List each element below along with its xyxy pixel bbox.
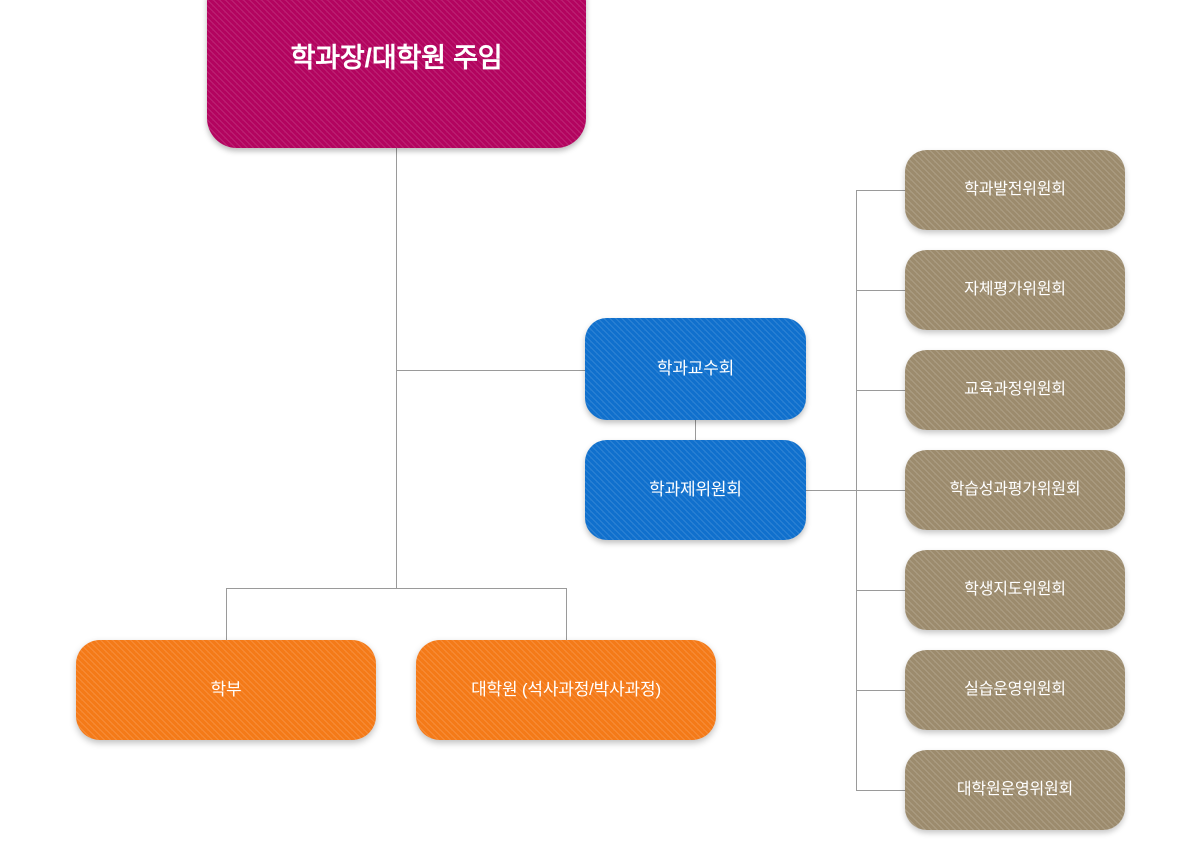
connector-stub-committee-6 bbox=[856, 690, 916, 691]
node-faculty-council[interactable]: 학과교수회 bbox=[585, 318, 806, 420]
connector-stub-committee-1 bbox=[856, 190, 916, 191]
connector-stub-committee-5 bbox=[856, 590, 916, 591]
connector-stub-committee-7 bbox=[856, 790, 916, 791]
node-curriculum-committee-label: 교육과정위원회 bbox=[964, 381, 1066, 398]
node-learning-outcome-evaluation-committee-label: 학습성과평가위원회 bbox=[949, 481, 1081, 498]
node-student-guidance-committee-label: 학생지도위원회 bbox=[964, 581, 1066, 598]
node-department-development-committee[interactable]: 학과발전위원회 bbox=[905, 150, 1125, 230]
node-graduate-operation-committee[interactable]: 대학원운영위원회 bbox=[905, 750, 1125, 830]
connector-stub-committee-4 bbox=[856, 490, 916, 491]
node-department-head[interactable]: 학과장/대학원 주임 bbox=[207, 0, 586, 148]
node-curriculum-committee[interactable]: 교육과정위원회 bbox=[905, 350, 1125, 430]
connector-stub-committee-3 bbox=[856, 390, 916, 391]
node-department-development-committee-label: 학과발전위원회 bbox=[964, 181, 1066, 198]
connector-stub-committee-2 bbox=[856, 290, 916, 291]
connector-faculty-to-committees bbox=[695, 420, 696, 440]
node-graduate-school[interactable]: 대학원 (석사과정/박사과정) bbox=[416, 640, 716, 740]
connector-trunk-to-faculty-council bbox=[396, 370, 586, 371]
node-learning-outcome-evaluation-committee[interactable]: 학습성과평가위원회 bbox=[905, 450, 1125, 530]
node-department-committees-label: 학과제위원회 bbox=[649, 480, 742, 500]
node-undergraduate-label: 학부 bbox=[210, 680, 242, 700]
node-practicum-operation-committee[interactable]: 실습운영위원회 bbox=[905, 650, 1125, 730]
node-undergraduate[interactable]: 학부 bbox=[76, 640, 376, 740]
connector-root-trunk bbox=[396, 148, 397, 588]
node-self-evaluation-committee[interactable]: 자체평가위원회 bbox=[905, 250, 1125, 330]
node-self-evaluation-committee-label: 자체평가위원회 bbox=[964, 281, 1066, 298]
node-department-head-label: 학과장/대학원 주임 bbox=[290, 43, 503, 74]
node-practicum-operation-committee-label: 실습운영위원회 bbox=[964, 681, 1066, 698]
connector-drop-undergraduate bbox=[226, 588, 227, 640]
node-student-guidance-committee[interactable]: 학생지도위원회 bbox=[905, 550, 1125, 630]
node-faculty-council-label: 학과교수회 bbox=[656, 359, 735, 379]
node-graduate-school-label: 대학원 (석사과정/박사과정) bbox=[471, 680, 661, 700]
node-graduate-operation-committee-label: 대학원운영위원회 bbox=[956, 781, 1074, 798]
connector-program-split-bar bbox=[226, 588, 567, 589]
connector-drop-graduate bbox=[566, 588, 567, 640]
node-department-committees[interactable]: 학과제위원회 bbox=[585, 440, 806, 540]
